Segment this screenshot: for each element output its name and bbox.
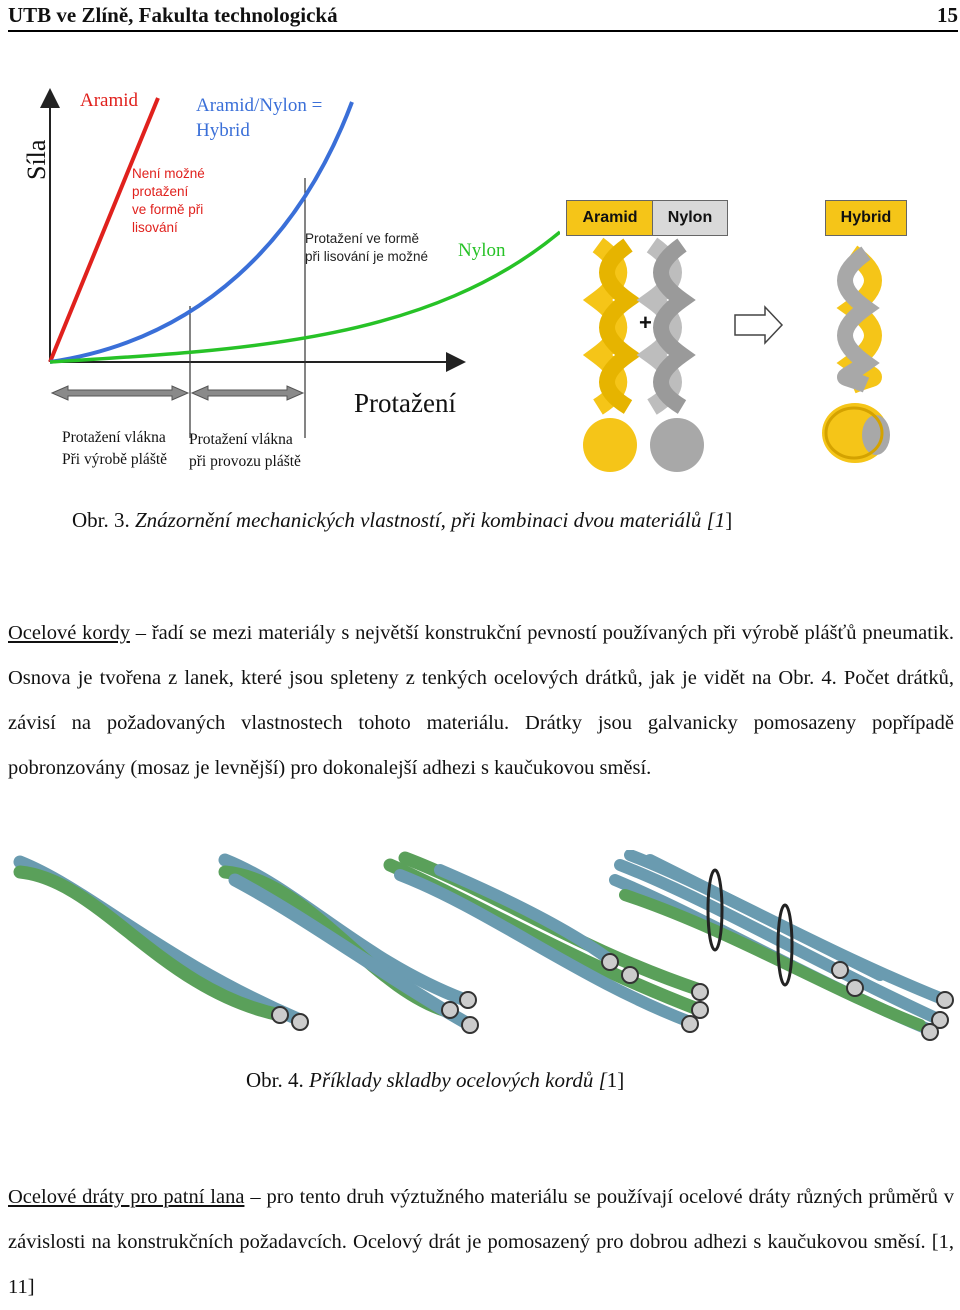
note-no-elongation: Není možné protažení ve formě při lisová… — [132, 165, 205, 237]
arrow-operation — [190, 385, 305, 401]
plus-sign: + — [639, 310, 652, 335]
hybrid-label-line1: Aramid/Nylon = — [196, 95, 323, 116]
arrow-production-label: Protažení vlákna Při výrobě pláště — [62, 427, 167, 471]
figure3-caption: Obr. 3. Znázornění mechanických vlastnos… — [72, 508, 732, 533]
cord-two-strand — [13, 855, 309, 1031]
note-left-line: ve formě při — [132, 202, 204, 217]
term-bead-wires: Ocelové dráty pro patní lana — [8, 1186, 245, 1208]
hybrid-fiber — [836, 245, 882, 394]
arrow2-line: Protažení vlákna — [189, 431, 293, 448]
figure4-caption-text: Příklady skladby ocelových kordů [ — [309, 1068, 607, 1092]
header-title: UTB ve Zlíně, Fakulta technologická — [8, 3, 338, 27]
nylon-box: Nylon — [652, 200, 728, 236]
fiber-illustration — [582, 237, 890, 472]
note-left-line: lisování — [132, 220, 178, 235]
aramid-cross-section — [583, 418, 637, 472]
y-axis-label: Síla — [22, 139, 51, 180]
arrow1-line: Protažení vlákna — [62, 429, 166, 446]
aramid-curve-label: Aramid — [80, 90, 139, 111]
figure3-caption-text: Znázornění mechanických vlastností, při … — [135, 508, 726, 532]
force-elongation-diagram — [40, 88, 560, 438]
nylon-curve — [49, 230, 560, 364]
aramid-curve — [48, 97, 160, 363]
paragraph-steel-cords: Ocelové kordy – řadí se mezi materiály s… — [8, 611, 954, 791]
cord-wrapped — [609, 850, 954, 1041]
note-elongation-possible: Protažení ve formě při lisování je možné — [305, 230, 428, 266]
nylon-curve-label: Nylon — [458, 240, 506, 261]
figure3-caption-prefix: Obr. 3. — [72, 508, 130, 532]
arrow2-line: při provozu pláště — [189, 453, 301, 470]
term-steel-cords: Ocelové kordy — [8, 622, 130, 644]
hybrid-label-line2: Hybrid — [196, 120, 250, 141]
combine-arrow-icon — [734, 305, 784, 345]
x-axis-label: Protažení — [354, 388, 456, 418]
note-left-line: protažení — [132, 184, 189, 199]
cord-multi-strand — [383, 851, 709, 1033]
y-axis-label-wrap: Síla — [22, 128, 62, 188]
note-right-line: Protažení ve formě — [305, 231, 420, 246]
arrow1-line: Při výrobě pláště — [62, 451, 168, 468]
nylon-fiber — [636, 237, 696, 415]
figure4-caption: Obr. 4. Příklady skladby ocelových kordů… — [246, 1068, 624, 1093]
nylon-cross-section — [650, 418, 704, 472]
steel-cords-illustration — [13, 850, 954, 1041]
paragraph-bead-wires: Ocelové dráty pro patní lana – pro tento… — [8, 1175, 954, 1310]
figure4-caption-suffix: 1] — [606, 1068, 625, 1092]
paragraph1-text: – řadí se mezi materiály s největší kons… — [8, 622, 955, 779]
page-number: 15 — [937, 3, 958, 27]
note-right-line: při lisování je možné — [305, 249, 429, 264]
hybrid-cross-section — [822, 403, 890, 463]
note-left-line: Není možné — [132, 166, 205, 181]
aramid-fiber — [582, 237, 642, 415]
paragraph2-text: – pro tento druh výztužného materiálu se… — [8, 1186, 954, 1298]
figure3-caption-suffix: ] — [725, 508, 733, 532]
hybrid-curve-label: Aramid/Nylon = Hybrid — [196, 93, 322, 143]
hybrid-box: Hybrid — [825, 200, 907, 236]
page-header: UTB ve Zlíně, Fakulta technologická 15 — [8, 0, 958, 32]
aramid-box: Aramid — [566, 200, 654, 236]
cord-three-strand — [218, 853, 479, 1034]
arrow-production — [50, 385, 190, 401]
figure4-caption-prefix: Obr. 4. — [246, 1068, 304, 1092]
hybrid-curve — [49, 101, 354, 364]
arrow-operation-label: Protažení vlákna při provozu pláště — [189, 429, 301, 473]
